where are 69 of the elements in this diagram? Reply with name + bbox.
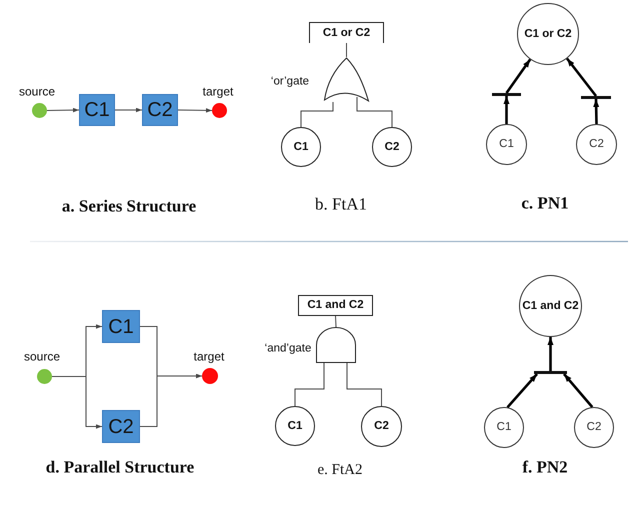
event-label: C1 bbox=[294, 140, 308, 154]
end-dot bbox=[212, 103, 227, 118]
component-label: C1 bbox=[108, 316, 134, 338]
arrow bbox=[178, 108, 212, 113]
start-dot bbox=[37, 369, 52, 384]
place-circle bbox=[576, 124, 617, 165]
component-label: C1 bbox=[84, 99, 110, 121]
start-dot bbox=[32, 103, 47, 118]
event-box bbox=[309, 22, 384, 43]
arrow bbox=[46, 108, 80, 112]
panel-caption: e. FtA2 bbox=[318, 462, 362, 478]
event-box bbox=[298, 295, 373, 316]
place-circle bbox=[484, 407, 524, 448]
event-circle bbox=[281, 127, 321, 167]
arrow bbox=[593, 98, 600, 124]
arrow bbox=[548, 337, 554, 371]
gate-label: ‘or’gate bbox=[270, 76, 310, 88]
gate-label: ‘and’gate bbox=[264, 342, 312, 356]
event-label: C1 or C2 bbox=[322, 26, 370, 40]
connector-line bbox=[346, 42, 347, 58]
place-label: C2 bbox=[589, 138, 604, 151]
terminal-label: target bbox=[194, 350, 224, 364]
panel-caption: c. PN1 bbox=[521, 194, 569, 214]
arrow bbox=[140, 374, 202, 427]
panel-caption: f. PN2 bbox=[522, 458, 568, 478]
component-label: C2 bbox=[147, 99, 173, 121]
event-label: C2 bbox=[384, 140, 400, 154]
connector-line bbox=[300, 102, 334, 128]
arrow bbox=[505, 58, 532, 94]
place-label: C1 bbox=[499, 138, 514, 151]
event-label: C2 bbox=[374, 420, 389, 433]
connector-line bbox=[335, 316, 336, 328]
component-box bbox=[142, 94, 178, 126]
event-circle bbox=[372, 127, 412, 167]
arrow bbox=[52, 376, 102, 429]
or-gate-symbol bbox=[323, 57, 370, 102]
event-label: C1 and C2 bbox=[307, 299, 364, 312]
event-circle bbox=[361, 406, 402, 447]
place-label: C1 or C2 bbox=[524, 28, 572, 40]
place-label: C1 and C2 bbox=[522, 300, 579, 312]
arrow bbox=[566, 58, 598, 97]
end-dot bbox=[202, 368, 218, 384]
connector-line bbox=[294, 362, 324, 406]
place-circle bbox=[574, 407, 614, 448]
transition-bar bbox=[581, 96, 611, 99]
transition-bar bbox=[534, 371, 567, 374]
place-label: C1 bbox=[496, 421, 512, 434]
panel-caption: a. Series Structure bbox=[62, 198, 196, 216]
event-label: C1 bbox=[288, 420, 302, 432]
terminal-label: target bbox=[202, 85, 234, 99]
event-circle bbox=[275, 406, 315, 446]
component-box bbox=[79, 94, 115, 126]
and-gate-symbol bbox=[316, 327, 356, 363]
component-box bbox=[102, 310, 140, 343]
panel-caption: b. FtA1 bbox=[315, 196, 367, 214]
arrow bbox=[563, 373, 594, 408]
terminal-label: source bbox=[24, 350, 60, 364]
connector-line bbox=[346, 362, 382, 406]
connector-line bbox=[356, 96, 392, 128]
arrow bbox=[506, 373, 538, 408]
arrow bbox=[504, 96, 510, 124]
arrow bbox=[114, 108, 142, 112]
component-box bbox=[102, 410, 140, 443]
place-label: C2 bbox=[586, 421, 602, 434]
terminal-label: source bbox=[18, 85, 56, 99]
panel-caption: d. Parallel Structure bbox=[46, 458, 194, 478]
component-label: C2 bbox=[108, 416, 134, 438]
place-circle bbox=[486, 124, 527, 165]
transition-bar bbox=[492, 93, 521, 96]
